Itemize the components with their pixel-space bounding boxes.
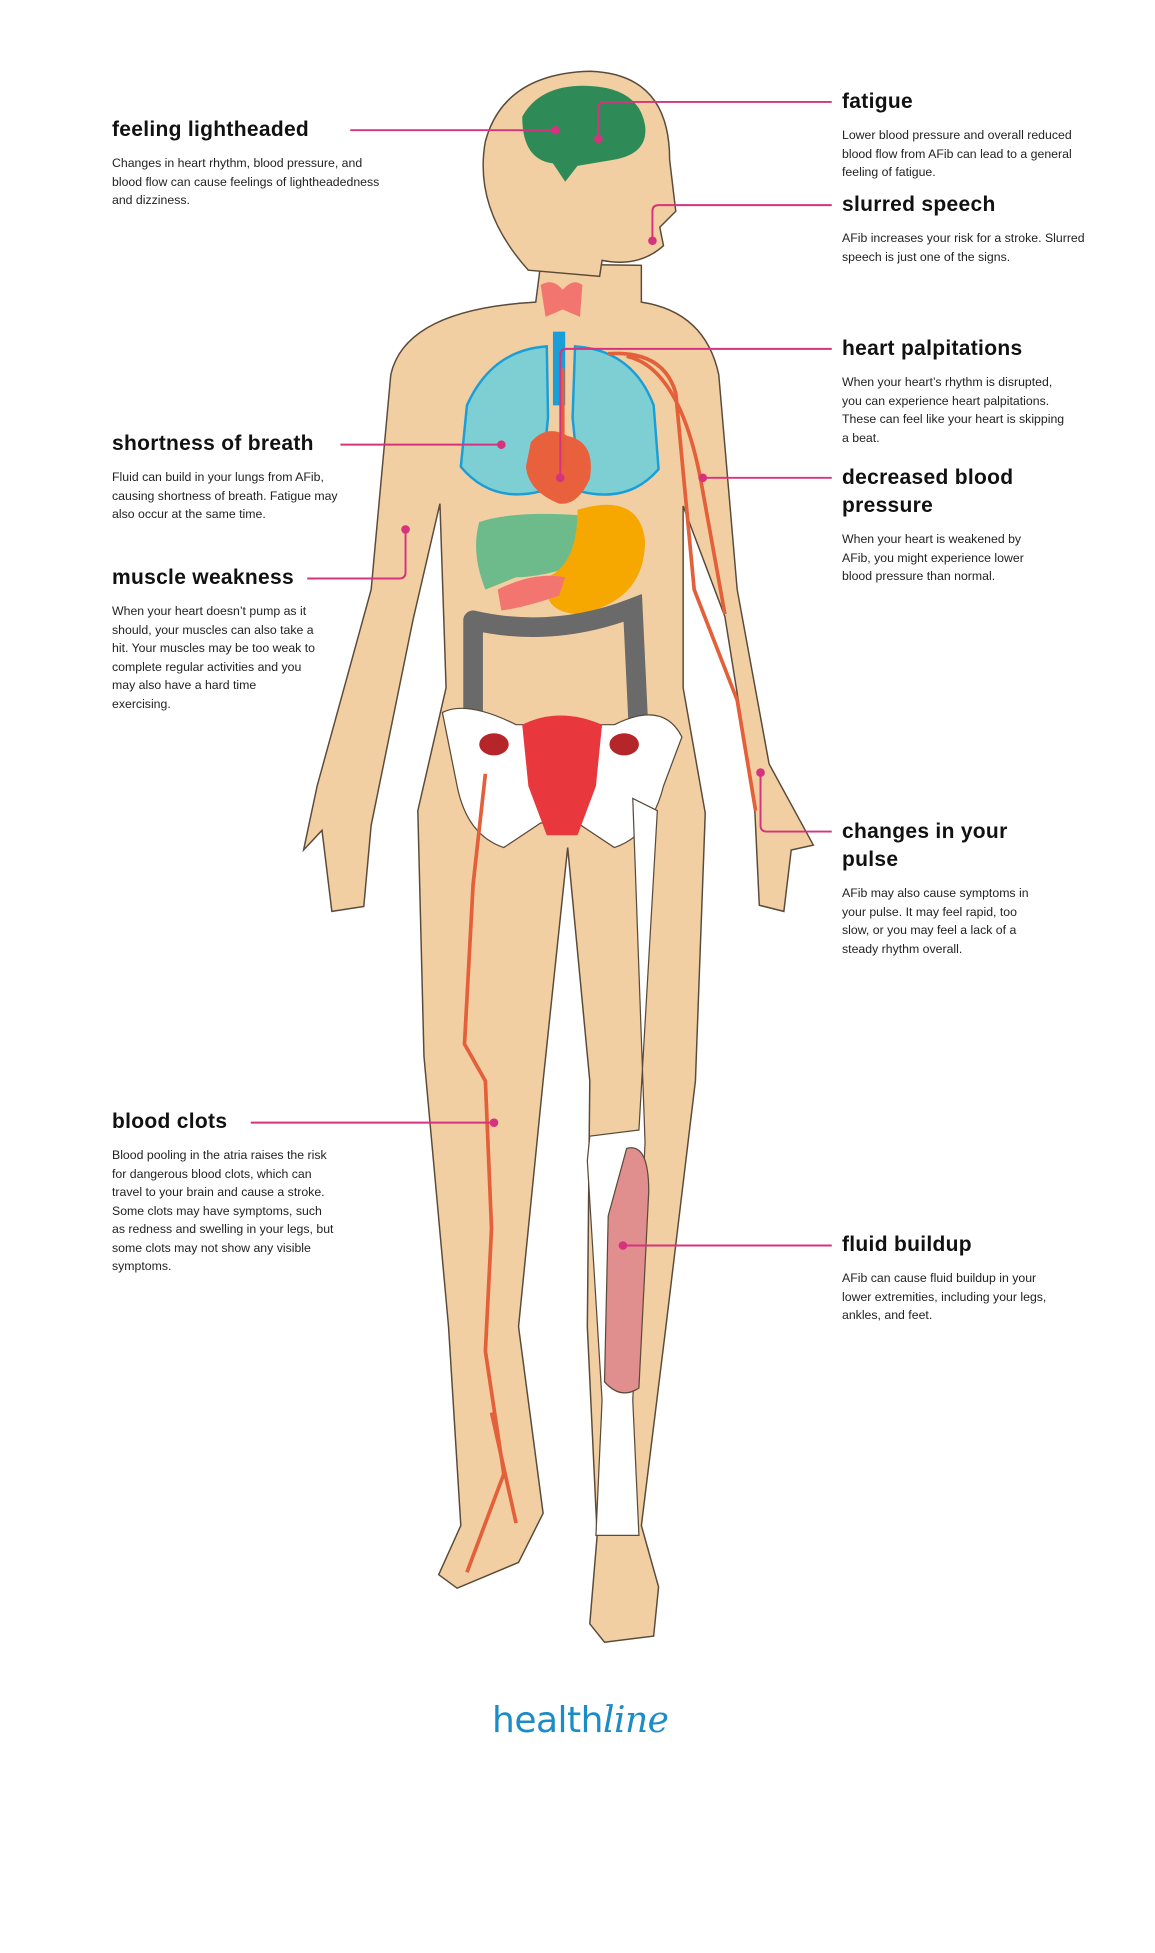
symptom-title: slurred speech [842,193,996,216]
symptom-description: AFib may also cause symptoms in your pul… [842,886,1029,956]
symptom-muscle-weakness: muscle weakness When your heart doesn’t … [112,564,317,713]
logo-part-health: health [492,1700,603,1741]
healthline-logo: healthline [492,1700,669,1741]
symptom-description: Lower blood pressure and overall reduced… [842,128,1072,179]
symptom-description: Changes in heart rhythm, blood pressure,… [112,156,380,207]
symptom-title: feeling lightheaded [112,118,310,141]
symptom-title: fluid buildup [842,1233,972,1256]
heart [525,431,591,504]
symptom-title: blood clots [112,1110,228,1133]
symptom-title: decreased blood pressure [842,466,1014,517]
symptom-fatigue: fatigue Lower blood pressure and overall… [842,88,1082,182]
symptom-shortness-of-breath: shortness of breath Fluid can build in y… [112,430,352,524]
symptom-slurred-speech: slurred speech AFib increases your risk … [842,191,1092,266]
symptom-title: muscle weakness [112,566,294,589]
calf-muscle [603,1147,650,1394]
leader-lines [250,100,832,1247]
symptom-description: AFib increases your risk for a stroke. S… [842,231,1085,264]
stomach [545,504,646,615]
symptom-title: heart palpitations [842,337,1023,360]
symptom-title: shortness of breath [112,432,314,455]
symptom-heart-palpitations: heart palpitations When your heart’s rhy… [842,335,1067,447]
symptom-changes-in-pulse: changes in your pulse AFib may also caus… [842,818,1047,958]
thyroid [540,282,583,317]
symptom-description: When your heart doesn’t pump as it shoul… [112,604,316,711]
liver [476,513,588,590]
pancreas [497,575,566,611]
leg-artery [462,773,518,1573]
symptom-title: fatigue [842,90,913,113]
symptom-blood-clots: blood clots Blood pooling in the atria r… [112,1108,337,1276]
symptom-fluid-buildup: fluid buildup AFib can cause fluid build… [842,1231,1052,1325]
symptom-description: Blood pooling in the atria raises the ri… [112,1148,334,1273]
symptom-description: When your heart is weakened by AFib, you… [842,532,1024,583]
logo-part-line: line [602,1700,669,1741]
lung-left [459,345,550,496]
ovary-left [479,733,509,756]
symptom-decreased-blood-pressure: decreased blood pressure When your heart… [842,464,1052,586]
symptom-description: Fluid can build in your lungs from AFib,… [112,470,338,521]
symptom-description: AFib can cause fluid buildup in your low… [842,1271,1047,1322]
ovary-right [609,733,639,756]
leader-dots [401,125,765,1250]
symptom-feeling-lightheaded: feeling lightheaded Changes in heart rhy… [112,116,382,210]
uterus [522,715,603,836]
symptom-description: When your heart’s rhythm is disrupted, y… [842,375,1065,445]
brain [522,85,646,182]
symptom-title: changes in your pulse [842,820,1008,871]
